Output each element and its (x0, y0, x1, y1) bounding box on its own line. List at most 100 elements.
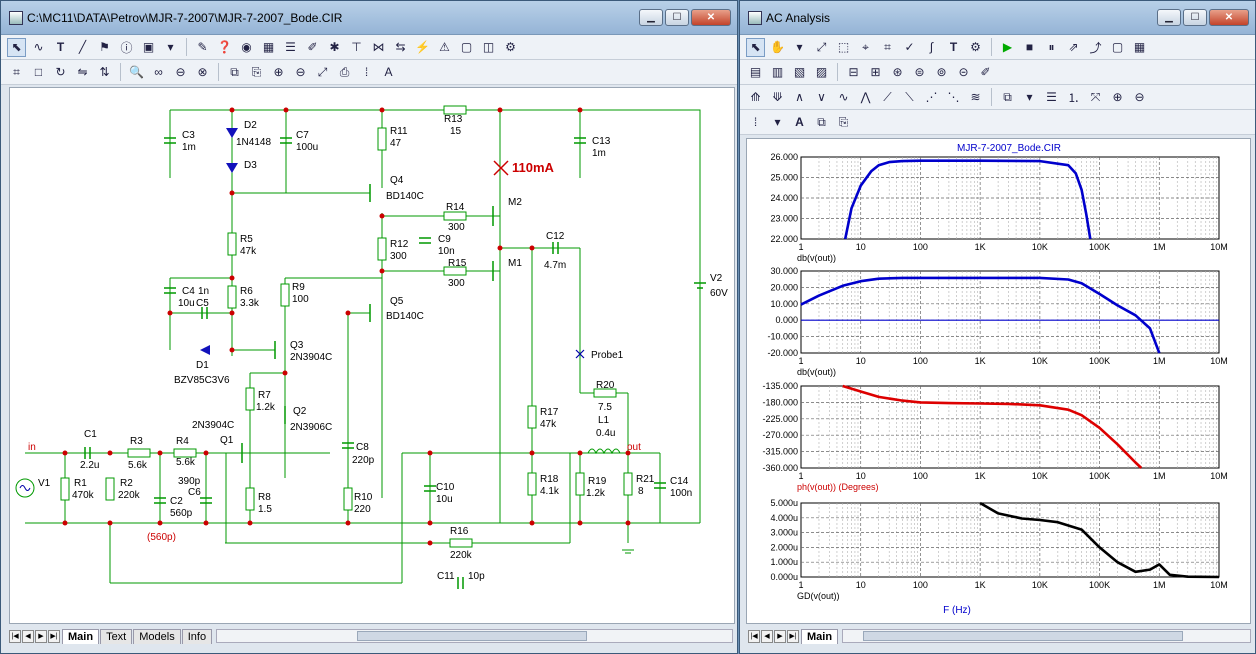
help-icon[interactable]: ❓ (217, 40, 232, 54)
ac-copy-icon[interactable]: ⧉ (1003, 89, 1012, 104)
ac-titlebar[interactable]: AC Analysis ▁ ☐ ✕ (740, 1, 1255, 35)
maximize-button[interactable]: ☐ (665, 9, 689, 26)
slope-icon[interactable]: ⋀ (860, 90, 871, 104)
ac-point-icon[interactable]: ✓ (904, 40, 915, 54)
fit-icon[interactable]: ⤢ (317, 64, 328, 79)
stop-run-icon[interactable]: ■ (1025, 40, 1034, 54)
ac-tag-icon[interactable]: ⌗ (884, 39, 891, 54)
pin-icon[interactable]: ⊤ (351, 40, 362, 54)
net-icon[interactable]: ⋈ (372, 40, 385, 54)
ac-tab-main[interactable]: Main (801, 628, 839, 644)
cancel-icon[interactable]: ⊗ (197, 65, 208, 79)
ac-more-icon[interactable]: ▾ (1026, 90, 1033, 104)
properties-icon[interactable]: ⚙ (505, 40, 516, 54)
ac-nav-first-button[interactable]: |◀ (748, 629, 760, 643)
nav-first-button[interactable]: |◀ (9, 629, 21, 643)
ac-nav-next-button[interactable]: ▶ (774, 629, 786, 643)
ac-minimize-button[interactable]: ▁ (1157, 9, 1181, 26)
select-icon[interactable]: ⬉ (7, 37, 26, 57)
ac-zoom-in-icon[interactable]: ⊕ (1112, 90, 1123, 104)
zoom-x-icon[interactable]: ⊛ (892, 65, 903, 79)
list-icon[interactable]: ☰ (285, 40, 296, 54)
limits-icon[interactable]: ▤ (749, 65, 762, 79)
peak-icon[interactable]: ⟰ (750, 90, 761, 104)
horizontal-scrollbar[interactable] (216, 629, 733, 643)
ac-edit-icon[interactable]: ✐ (980, 65, 991, 79)
component-icon[interactable]: ▣ (142, 40, 155, 54)
node-icon[interactable]: ✱ (329, 40, 340, 54)
ac-pattern-dropdown-icon[interactable]: ▾ (774, 115, 781, 129)
grid-icon[interactable]: ▦ (262, 40, 275, 54)
warning-icon[interactable]: ⚠ (439, 40, 450, 54)
flag-icon[interactable]: ⚑ (99, 40, 110, 54)
ac-paste-icon[interactable]: ⎘ (838, 114, 849, 129)
edit-icon[interactable]: ✐ (307, 40, 318, 54)
high-icon[interactable]: ∧ (795, 90, 804, 104)
step-icon[interactable]: ⇗ (1068, 40, 1079, 54)
pause-icon[interactable]: ⏸ (1048, 39, 1055, 54)
inflection-icon[interactable]: ∿ (838, 90, 849, 104)
probe-icon[interactable]: ✎ (197, 40, 208, 54)
ac-zoom-box-icon[interactable]: ⬚ (837, 40, 850, 54)
grid-snap-icon[interactable]: ⌗ (13, 64, 20, 79)
window-icon[interactable]: ◫ (482, 40, 495, 54)
scrollbar-thumb[interactable] (357, 631, 588, 641)
zoom-out-icon[interactable]: ⊖ (295, 65, 306, 79)
tab-models[interactable]: Models (133, 628, 181, 644)
tab-info[interactable]: Info (181, 628, 213, 644)
page-icon[interactable]: ▢ (460, 40, 473, 54)
zoom-xy-icon[interactable]: ⊚ (936, 65, 947, 79)
rotate-icon[interactable]: ↻ (55, 65, 66, 79)
paste-icon[interactable]: ⎘ (251, 64, 262, 79)
ac-copy2-icon[interactable]: ⧉ (817, 114, 826, 129)
valley-icon[interactable]: ⟱ (772, 90, 783, 104)
prev-point-icon[interactable]: ⟍ (905, 89, 914, 104)
minimize-button[interactable]: ▁ (639, 9, 663, 26)
table-icon[interactable]: ▥ (771, 65, 784, 79)
font-icon[interactable]: A (384, 65, 393, 79)
ac-pan-icon[interactable]: ✋ (770, 40, 785, 54)
binoculars-icon[interactable]: ∞ (154, 65, 163, 79)
next-point-icon[interactable]: ⟋ (883, 89, 892, 104)
ac-nav-prev-button[interactable]: ◀ (761, 629, 773, 643)
ac-scrollbar-thumb[interactable] (863, 631, 1184, 641)
nav-prev-button[interactable]: ◀ (22, 629, 34, 643)
wire-icon[interactable]: ∿ (33, 40, 44, 54)
wave-icon[interactable]: ≋ (970, 90, 981, 104)
ac-nav-last-button[interactable]: ▶| (787, 629, 799, 643)
ac-scale-icon[interactable]: ⤢ (816, 39, 827, 54)
ac-numbered-icon[interactable]: ⒈ (1067, 90, 1080, 105)
ac-zoom-out-icon[interactable]: ⊖ (1134, 90, 1145, 104)
flip-x-icon[interactable]: ⇋ (77, 65, 88, 79)
ac-dropdown-icon[interactable]: ▾ (796, 40, 803, 54)
pattern-icon[interactable]: ⁞ (364, 65, 369, 79)
low-icon[interactable]: ∨ (817, 90, 826, 104)
bus-icon[interactable]: ⇆ (395, 40, 406, 54)
schematic-titlebar[interactable]: C:\MC11\DATA\Petrov\MJR-7-2007\MJR-7-200… (1, 1, 737, 35)
info-icon[interactable]: ⓘ (120, 40, 133, 55)
text-icon[interactable]: T (56, 40, 65, 54)
find-icon[interactable]: 🔍 (129, 65, 144, 79)
copy-icon[interactable]: ⧉ (230, 64, 239, 79)
line-draw-icon[interactable]: ╱ (78, 40, 87, 54)
ac-list-icon[interactable]: ☰ (1046, 90, 1057, 104)
plus-icon[interactable]: ⊞ (870, 65, 881, 79)
flip-y-icon[interactable]: ⇅ (99, 65, 110, 79)
global-low-icon[interactable]: ⋱ (947, 90, 960, 104)
nav-next-button[interactable]: ▶ (35, 629, 47, 643)
ac-text-icon[interactable]: T (949, 40, 958, 54)
dropdown-icon[interactable]: ▾ (167, 40, 174, 54)
flash-icon[interactable]: ⚡ (415, 40, 430, 54)
close-button[interactable]: ✕ (691, 9, 731, 26)
ac-select-icon[interactable]: ⬉ (746, 37, 765, 57)
zoom-in-icon[interactable]: ⊕ (273, 65, 284, 79)
nav-last-button[interactable]: ▶| (48, 629, 60, 643)
ac-pattern-icon[interactable]: ⁞ (753, 115, 758, 129)
ac-maximize-button[interactable]: ☐ (1183, 9, 1207, 26)
ac-properties-icon[interactable]: ⚙ (970, 40, 981, 54)
globe-icon[interactable]: ◉ (241, 40, 252, 54)
columns-icon[interactable]: ▨ (815, 65, 828, 79)
